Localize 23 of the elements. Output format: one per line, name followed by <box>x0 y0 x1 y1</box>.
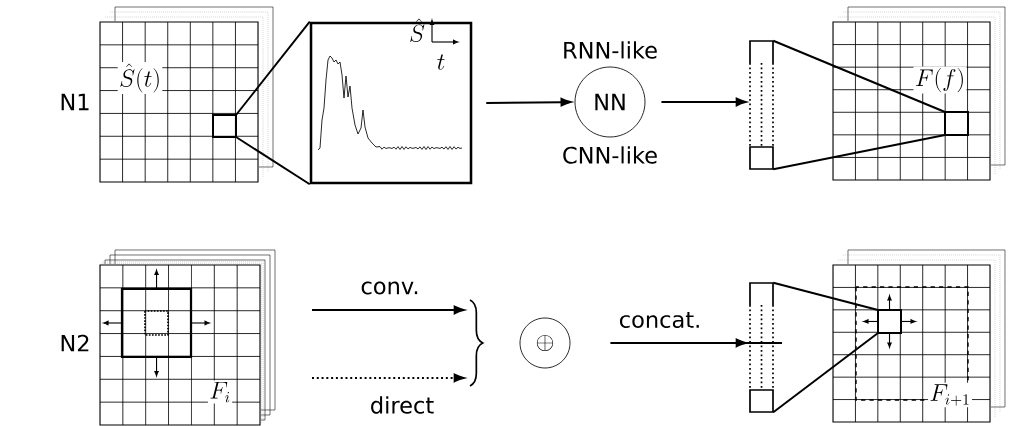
edge-label: concat. <box>617 310 703 330</box>
feature-map: $\hat{S}(t)$ <box>99 6 274 183</box>
arrow <box>485 97 572 107</box>
feature-map: $F_i$ <box>99 249 276 426</box>
node-caption: RNN-like <box>564 41 657 59</box>
feature-map: $F_{i+1}$ <box>832 249 1006 423</box>
connector-line <box>772 39 946 113</box>
brace <box>469 299 484 387</box>
connector-line <box>772 332 879 414</box>
connector-line <box>235 20 311 116</box>
connector-line <box>772 281 879 311</box>
arrow <box>311 373 465 383</box>
arrow <box>311 305 465 315</box>
edge-label: direct <box>368 394 436 416</box>
feature-map: $F(f)$ <box>832 6 1006 181</box>
arrow <box>660 97 747 107</box>
feature-vector <box>749 40 774 170</box>
arrow <box>609 338 747 348</box>
edge-label: conv. <box>359 280 421 296</box>
node-caption: CNN-like <box>563 146 657 164</box>
connector-line <box>235 136 311 186</box>
signal-plot: $\hat{S}$ $t$ <box>309 18 473 185</box>
connector-line <box>772 134 946 171</box>
